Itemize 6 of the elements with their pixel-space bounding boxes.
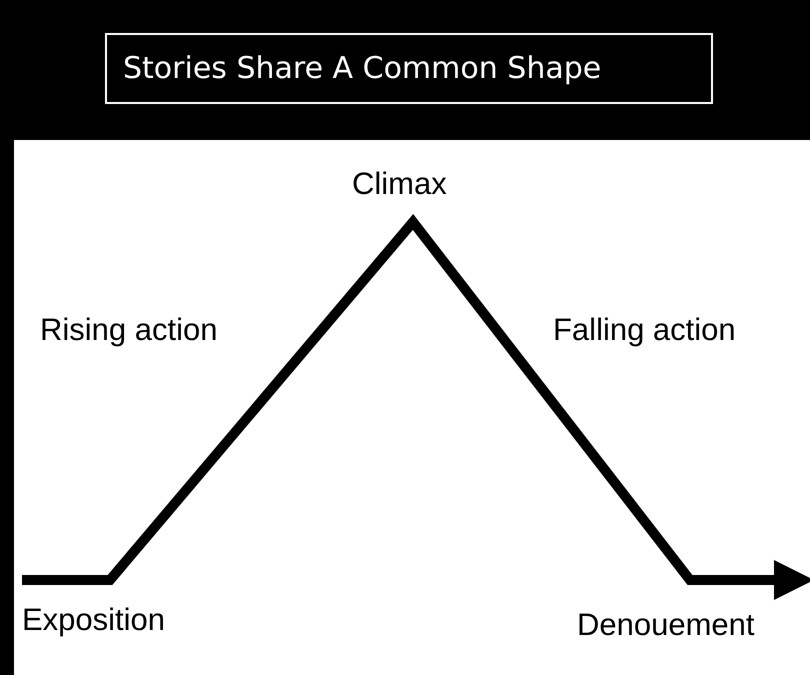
stage-label: Exposition <box>22 601 166 639</box>
stage-label: Denouement <box>577 606 755 644</box>
title-box: Stories Share A Common Shape <box>105 33 713 104</box>
stage-label: Falling action <box>553 311 736 349</box>
stage-label: Rising action <box>40 311 218 349</box>
peak-label: Climax <box>352 165 447 203</box>
